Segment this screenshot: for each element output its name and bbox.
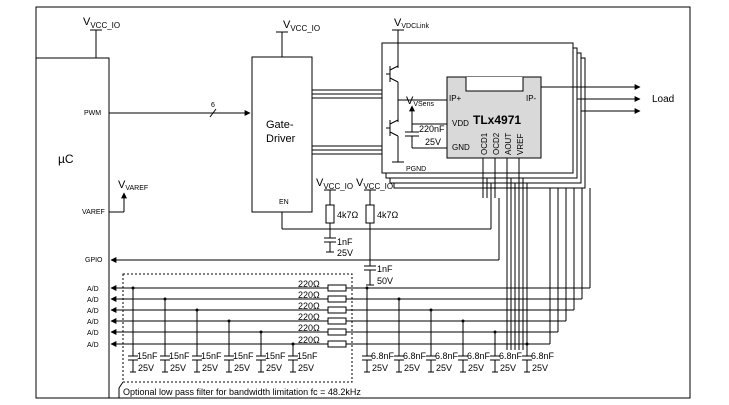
- ocd-cap-1-value: 1nF: [337, 237, 353, 247]
- bus-width: 6: [211, 102, 215, 109]
- pgnd-label: PGND: [406, 166, 426, 173]
- filter-cap-voltage: 25V: [468, 363, 484, 373]
- filter-cap-voltage: 25V: [298, 363, 314, 373]
- gate-driver-en: EN: [279, 199, 289, 206]
- low-side-transistor: [386, 100, 404, 163]
- pullup-1-value: 4k7Ω: [337, 210, 359, 220]
- right-filter-caps: 6.8nF 25V 6.8nF 25V 6.8nF 25V 6.8nF 25V 6.8nF 25V…: [362, 288, 555, 373]
- pin-ad: A/D: [87, 342, 99, 349]
- pin-ad: A/D: [87, 286, 99, 293]
- filter-cap-value: 15nF: [169, 351, 190, 361]
- pin-vref: VREF: [516, 134, 525, 155]
- high-side-transistor: [386, 43, 399, 100]
- pin-vdd: VDD: [452, 119, 469, 128]
- varef-label: VVAREF: [118, 179, 148, 192]
- filter-cap-voltage: 25V: [138, 363, 154, 373]
- pullup-1-resistor: [325, 204, 335, 224]
- ocd-cap-2-voltage: 50V: [377, 276, 393, 286]
- pin-ad: A/D: [87, 297, 99, 304]
- filter-cap-value: 15nF: [233, 351, 254, 361]
- gate-driver-block: [251, 56, 313, 213]
- filter-cap-value: 15nF: [201, 351, 222, 361]
- sensor-cap-value: 220nF: [419, 124, 445, 134]
- filter-cap-voltage: 25V: [266, 363, 282, 373]
- filter-cap-voltage: 25V: [170, 363, 186, 373]
- filter-cap-voltage: 25V: [234, 363, 250, 373]
- mcu-supply-sub: VCC_IO: [90, 21, 120, 30]
- ocd-cap-2-value: 1nF: [377, 264, 393, 274]
- diagram-frame: [35, 6, 691, 399]
- pullup-1-supply-sub: VCC_IO: [323, 182, 353, 191]
- pin-ip-plus: IP+: [449, 94, 462, 103]
- filter-resistor-value: 220Ω: [298, 323, 320, 333]
- sensor-name: TLx4971: [473, 113, 521, 127]
- filter-cap-value: 6.8nF: [467, 351, 491, 361]
- pin-ad: A/D: [87, 319, 99, 326]
- footnote: Optional low pass filter for bandwidth l…: [123, 387, 361, 397]
- filter-cap-value: 15nF: [265, 351, 286, 361]
- mcu-label: µC: [58, 152, 74, 166]
- load-lines: [541, 84, 641, 114]
- filter-resistor-value: 220Ω: [298, 279, 320, 289]
- varef-sub: VAREF: [125, 185, 148, 192]
- filter-cap-voltage: 25V: [202, 363, 218, 373]
- pullup-2-value: 4k7Ω: [377, 210, 399, 220]
- sensor-cap-voltage: 25V: [425, 137, 441, 147]
- filter-resistor: [327, 328, 347, 336]
- filter-box: [122, 273, 353, 383]
- filter-resistor-value: 220Ω: [298, 335, 320, 345]
- filter-cap-voltage: 25V: [436, 363, 452, 373]
- gate-lines: [312, 89, 382, 155]
- filter-cap-voltage: 25V: [532, 363, 548, 373]
- gate-driver-label-1: Gate-: [266, 119, 294, 131]
- pin-aout: AOUT: [504, 133, 513, 155]
- filter-cap-value: 6.8nF: [531, 351, 555, 361]
- filter-cap-value: 15nF: [137, 351, 158, 361]
- gate-driver-supply-label: VVCC_IO: [283, 19, 320, 33]
- dclink-label: VVDCLink: [394, 17, 429, 30]
- pullup-2-supply: VVCC_IO: [356, 177, 393, 191]
- filter-cap-value: 6.8nF: [371, 351, 395, 361]
- pullup-2-supply-sub: VCC_IO: [363, 182, 393, 191]
- pin-pwm: PWM: [84, 110, 101, 117]
- filter-resistor: [327, 284, 347, 292]
- pin-ip-minus: IP-: [526, 94, 537, 103]
- filter-cap-voltage: 25V: [404, 363, 420, 373]
- filter-resistor: [327, 340, 347, 348]
- pullup-1-supply: VVCC_IO: [316, 177, 353, 191]
- pin-ad: A/D: [87, 330, 99, 337]
- filter-resistor-value: 220Ω: [298, 312, 320, 322]
- pullup-2-resistor: [365, 204, 375, 224]
- filter-cap-voltage: 25V: [500, 363, 516, 373]
- filter-cap-value: 6.8nF: [435, 351, 459, 361]
- filter-resistor-value: 220Ω: [298, 301, 320, 311]
- mcu-supply-label: VVCC_IO: [83, 16, 120, 30]
- vsens-sub: VSens: [413, 101, 434, 108]
- pin-varef: VAREF: [82, 209, 105, 216]
- filter-resistor: [327, 295, 347, 303]
- filter-resistor-value: 220Ω: [298, 290, 320, 300]
- gate-driver-label-2: Driver: [266, 133, 296, 145]
- filter-cap-value: 6.8nF: [403, 351, 427, 361]
- pin-gpio: GPIO: [85, 257, 103, 264]
- sensor-name-suffix: x4971: [488, 113, 522, 127]
- mcu-block: [35, 57, 110, 399]
- filter-cap-voltage: 25V: [372, 363, 388, 373]
- dclink-sub: VDCLink: [401, 23, 429, 30]
- pin-gnd: GND: [452, 143, 470, 152]
- filter-cap-value: 15nF: [297, 351, 318, 361]
- pin-ad: A/D: [87, 308, 99, 315]
- filter-cap-value: 6.8nF: [499, 351, 523, 361]
- ad-pin-labels: A/D A/D A/D A/D A/D A/D: [87, 286, 99, 349]
- left-filter-caps: 15nF 25V 15nF 25V 15nF 25V 15nF 25V 15nF 25V 15nF 2…: [128, 288, 318, 373]
- ocd-cap-1-voltage: 25V: [337, 248, 353, 258]
- filter-resistor: [327, 317, 347, 325]
- filter-resistor: [327, 306, 347, 314]
- sensor-name-prefix: TL: [473, 113, 488, 127]
- gate-driver-supply-sub: VCC_IO: [290, 24, 320, 33]
- pin-ocd2: OCD2: [492, 132, 501, 155]
- pin-ocd1: OCD1: [480, 132, 489, 155]
- load-label: Load: [652, 94, 674, 105]
